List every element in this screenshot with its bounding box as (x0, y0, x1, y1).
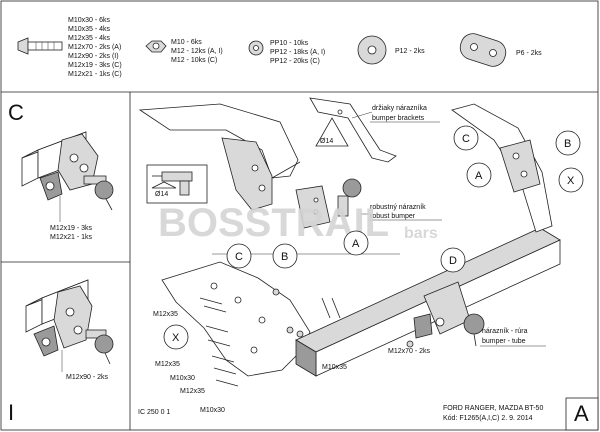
washer-icon (248, 40, 264, 56)
svg-text:C: C (462, 133, 470, 145)
robust-callout: robustný nárazník robust bumper (360, 204, 442, 221)
letter-c-mid: C (226, 243, 252, 269)
bolt-label-m10x30: M10x30 (200, 407, 225, 414)
vehicle-label: FORD RANGER, MAZDA BT-50 (443, 405, 543, 412)
robust-label: robust bumper (370, 213, 416, 220)
panel-i-drawing (25, 279, 114, 372)
nut-item: M10 - 6ks (171, 39, 202, 46)
watermark-sub: bars (404, 225, 438, 242)
brackets-label: bumper brackets (372, 115, 425, 122)
svg-text:B: B (281, 251, 288, 263)
panel-i-label: M12x90 - 2ks (66, 374, 109, 381)
bolt-item: M12x21 - 1ks (C) (68, 71, 122, 78)
letter-b-top: B (555, 130, 581, 156)
bolt-item: M12x70 - 2ks (A) (68, 44, 121, 51)
side-arm-right (451, 103, 553, 233)
nut-item: M12 - 12ks (A, I) (171, 48, 223, 55)
letter-b-mid: B (272, 243, 298, 269)
bolt-label-m10x30: M10x30 (170, 375, 195, 382)
diameter-label: Ø14 (320, 138, 333, 145)
letter-d-mid: D (440, 247, 466, 273)
letter-a-mid: A (343, 230, 369, 256)
panel-c-drawing (21, 131, 114, 222)
bumper-brackets-drawing (138, 103, 301, 211)
brackets-callout: držiaky nárazníka bumper brackets (351, 105, 440, 123)
bolt-list: M10x30 - 6ks M10x35 - 4ks M12x35 - 4ks M… (68, 17, 122, 78)
robust-label: robustný nárazník (370, 204, 426, 211)
bolt-labels: M12x35 M12x35 M10x30 M12x35 M10x30 M10x3… (153, 311, 431, 414)
brackets-label: držiaky nárazníka (372, 105, 427, 112)
bolt-item: M10x35 - 4ks (68, 26, 111, 33)
plate-p12-label: P12 - 2ks (395, 48, 425, 55)
bolt-item: M12x19 - 3ks (C) (68, 62, 122, 69)
plate-p6-icon (459, 33, 507, 67)
drill-icon: Ø14 (146, 164, 208, 204)
panel-a-letter: A (574, 401, 589, 426)
letter-c-top: C (453, 125, 479, 151)
diameter-callout: Ø14 (315, 117, 349, 147)
washer-list: PP10 - 10ks PP12 - 18ks (A, I) PP12 - 20… (270, 40, 325, 65)
bolt-item: M10x30 - 6ks (68, 17, 111, 24)
nut-icon (145, 40, 167, 53)
svg-text:B: B (564, 138, 571, 150)
bolt-item: M12x90 - 2ks (I) (68, 53, 119, 60)
panel-a-box: A (565, 397, 599, 431)
panel-c-label: M12x21 - 1ks (50, 234, 93, 241)
svg-text:X: X (567, 175, 575, 187)
bolt-label-m12x35: M12x35 (153, 311, 178, 318)
bolt-label-m12x35: M12x35 (180, 388, 205, 395)
plate-p6-label: P6 - 2ks (516, 50, 542, 57)
panel-c-letter: C (8, 100, 24, 125)
hitch-receiver (413, 281, 485, 347)
washer-item: PP10 - 10ks (270, 40, 309, 47)
drill-diameter-label: Ø14 (155, 191, 168, 198)
washer-item: PP12 - 20ks (C) (270, 58, 320, 65)
washer-item: PP12 - 18ks (A, I) (270, 49, 325, 56)
bolt-label-m10x35: M10x35 (322, 364, 347, 371)
nut-list: M10 - 6ks M12 - 12ks (A, I) M12 - 10ks (… (171, 39, 223, 64)
letter-a-top: A (466, 162, 492, 188)
side-arm-left (161, 261, 311, 377)
svg-text:A: A (475, 170, 483, 182)
panel-c-label: M12x19 - 3ks (50, 225, 93, 232)
tube-label: bumper - tube (482, 338, 526, 345)
letter-x-top: X (558, 167, 584, 193)
drawing-code: IC 250 0 1 (138, 409, 170, 416)
bolt-label-m12x35: M12x35 (155, 361, 180, 368)
kod-label: Kód: F1265(A,I,C) 2. 9. 2014 (443, 415, 533, 422)
svg-text:D: D (449, 255, 457, 267)
bumper-tube-callout: nárazník - rúra bumper - tube (480, 328, 546, 347)
plate-p12-icon (357, 35, 387, 65)
tube-label: nárazník - rúra (482, 328, 528, 335)
nut-item: M12 - 10ks (C) (171, 57, 217, 64)
svg-text:C: C (235, 251, 243, 263)
bolt-icon (17, 37, 63, 55)
panel-i-letter: I (8, 400, 14, 425)
bumper-bracket-small (309, 97, 397, 163)
svg-text:A: A (352, 238, 360, 250)
svg-text:X: X (172, 332, 180, 344)
robust-bumper-drawing (295, 178, 362, 229)
letter-x-left: X (163, 324, 189, 350)
bolt-set (199, 288, 414, 387)
bolt-label-m12x70: M12x70 - 2ks (388, 348, 431, 355)
bolt-item: M12x35 - 4ks (68, 35, 111, 42)
